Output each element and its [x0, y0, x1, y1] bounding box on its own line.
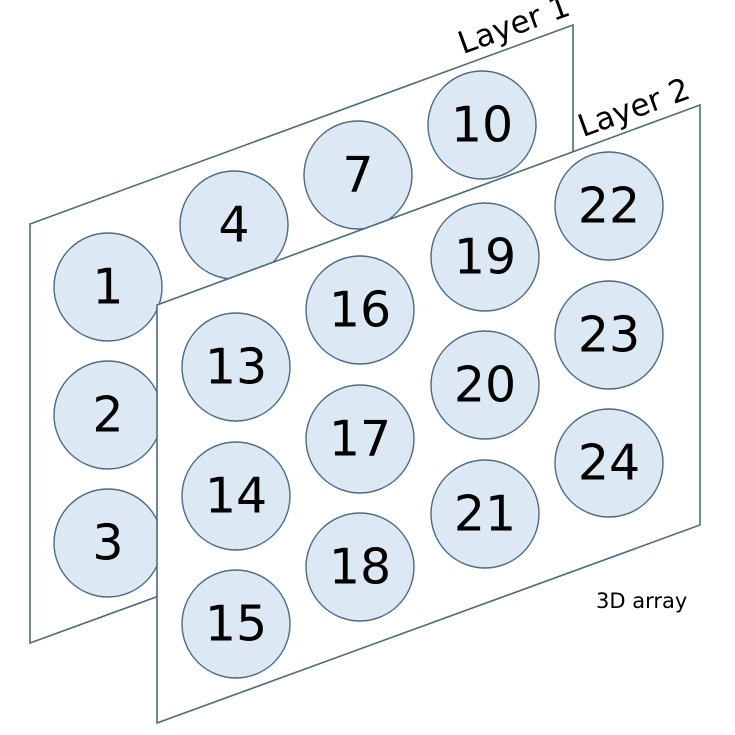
- cell: 3: [53, 488, 163, 598]
- cell-label: 20: [454, 357, 516, 414]
- cell: 13: [181, 312, 291, 422]
- cell-label: 14: [205, 468, 267, 525]
- cell-circle: [181, 441, 291, 551]
- cell-label: 23: [578, 307, 640, 364]
- cell: 17: [305, 384, 415, 494]
- cell: 2: [53, 360, 163, 470]
- cell: 15: [181, 569, 291, 679]
- cell-circle: [430, 202, 540, 312]
- cell: 10: [427, 70, 537, 180]
- cell-label: 17: [329, 411, 391, 468]
- cell-label: 3: [92, 515, 123, 572]
- cell-circle: [305, 255, 415, 365]
- cell: 14: [181, 441, 291, 551]
- cell-label: 21: [454, 486, 516, 543]
- diagram-caption: 3D array: [596, 589, 687, 613]
- cell-label: 19: [454, 229, 516, 286]
- cell-circle: [554, 280, 664, 390]
- cell-label: 13: [205, 339, 267, 396]
- layer-2: Layer 2 13 14 15 16 17 18 19: [156, 71, 701, 725]
- cell-circle: [430, 459, 540, 569]
- layer-2-panel: [156, 103, 701, 725]
- cell: 21: [430, 459, 540, 569]
- cell-label: 16: [329, 282, 391, 339]
- cell-circle: [305, 384, 415, 494]
- cell-label: 18: [329, 539, 391, 596]
- cell-label: 15: [205, 596, 267, 653]
- cell: 22: [554, 151, 664, 261]
- cell-label: 24: [578, 435, 640, 492]
- cell: 16: [305, 255, 415, 365]
- cell: 20: [430, 330, 540, 440]
- cell-label: 10: [451, 97, 513, 154]
- cell-circle: [430, 330, 540, 440]
- cell: 23: [554, 280, 664, 390]
- cell: 24: [554, 408, 664, 518]
- cell-circle: [53, 232, 163, 342]
- cell-circle: [305, 512, 415, 622]
- cell: 18: [305, 512, 415, 622]
- cell: 19: [430, 202, 540, 312]
- cell-label: 4: [218, 197, 249, 254]
- cell-label: 2: [92, 387, 123, 444]
- cell-label: 22: [578, 178, 640, 235]
- cell-circle: [181, 569, 291, 679]
- cell-circle: [427, 70, 537, 180]
- cell-circle: [554, 408, 664, 518]
- cell-label: 1: [92, 259, 123, 316]
- cell-circle: [554, 151, 664, 261]
- cell: 4: [179, 170, 289, 280]
- cell-circle: [303, 120, 413, 230]
- cell-label: 7: [342, 147, 373, 204]
- cell: 1: [53, 232, 163, 342]
- cell: 7: [303, 120, 413, 230]
- cell-circle: [181, 312, 291, 422]
